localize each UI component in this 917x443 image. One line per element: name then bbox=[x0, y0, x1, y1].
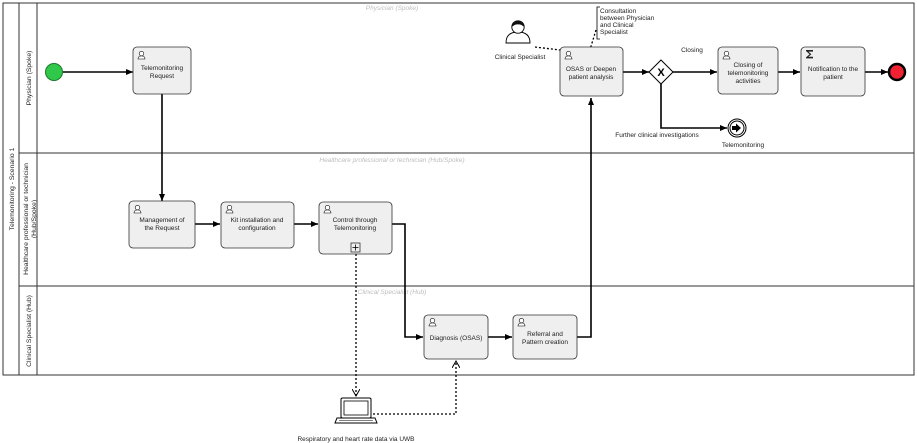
task-control-telemonitoring-line2: Telemonitoring bbox=[334, 225, 377, 232]
lane-watermark-physician: Physician (Spoke) bbox=[366, 5, 418, 12]
lane-title-physician: Physician (Spoke) bbox=[26, 51, 33, 106]
link-arrow-icon bbox=[732, 123, 741, 133]
data-associations bbox=[356, 29, 597, 415]
svg-text:Diagnosis (OSAS): Diagnosis (OSAS) bbox=[430, 335, 483, 342]
device-label: Respiratory and heart rate data via UWB bbox=[297, 436, 414, 443]
annotation-line3: and Clinical bbox=[600, 22, 634, 29]
association-annotation-to-osas bbox=[587, 29, 597, 57]
gateway-symbol: X bbox=[657, 67, 665, 79]
subprocess-plus-icon bbox=[350, 242, 361, 253]
task-management-request-line1: Management of bbox=[139, 217, 184, 224]
lane-title-healthcare-line1: Healthcare professional or technician bbox=[23, 163, 30, 275]
task-telemonitoring-request-line1: Telemonitoring bbox=[141, 65, 184, 72]
task-diagnosis-line1: Diagnosis (OSAS) bbox=[430, 335, 483, 342]
annotation-line4: Specialist bbox=[600, 29, 628, 36]
annotation-line1: Consultation bbox=[600, 8, 637, 15]
task-closing-activities-line2: telemonitoring bbox=[728, 70, 769, 77]
laptop-icon[interactable] bbox=[334, 397, 378, 424]
user-icon bbox=[722, 50, 731, 60]
exclusive-gateway[interactable]: X bbox=[648, 59, 674, 85]
task-osas-analysis-line1: OSAS or Deepen bbox=[566, 66, 617, 73]
user-icon bbox=[323, 204, 332, 214]
user-icon bbox=[564, 50, 573, 60]
lane-watermark-clinical: Clinical Specialist (Hub) bbox=[358, 289, 427, 296]
flow-label-closing: Closing bbox=[681, 47, 703, 54]
start-event[interactable] bbox=[45, 63, 63, 81]
lane-title-healthcare: Healthcare professional or technician (H… bbox=[23, 163, 38, 275]
task-control-telemonitoring-line1: Control through bbox=[333, 217, 378, 224]
association-specialist-to-osas bbox=[534, 46, 561, 51]
clinical-specialist-label: Clinical Specialist bbox=[495, 54, 546, 61]
task-telemonitoring-request-line2: Request bbox=[150, 73, 174, 80]
telemonitoring-link-label: Telemonitoring bbox=[722, 142, 765, 149]
task-referral-line1: Referral and bbox=[527, 331, 563, 338]
pool-title: Telemonitoring - Scenario 1 bbox=[9, 147, 16, 230]
task-closing-activities-line3: activities bbox=[736, 78, 762, 85]
telemonitoring-link-event[interactable] bbox=[727, 118, 747, 138]
clinical-specialist-actor-icon[interactable] bbox=[505, 20, 531, 44]
task-notification-line2: patient bbox=[823, 74, 843, 81]
task-management-request-line2: the Request bbox=[144, 225, 179, 232]
user-icon bbox=[517, 317, 526, 327]
task-closing-activities-line1: Closing of bbox=[734, 62, 763, 69]
flow-control-to-diagnosis bbox=[392, 223, 423, 340]
task-referral-line2: Pattern creation bbox=[522, 339, 568, 346]
task-notification-line1: Notification to the bbox=[808, 66, 859, 73]
task-diagnosis[interactable]: Diagnosis (OSAS) bbox=[423, 314, 489, 360]
sequence-flows bbox=[63, 69, 888, 340]
user-icon bbox=[137, 50, 146, 60]
lane-title-healthcare-line2: (Hub/Spoke) bbox=[31, 200, 38, 238]
flow-gateway-to-telemonitoring bbox=[660, 84, 727, 131]
lane-title-clinical: Clinical Specialist (Hub) bbox=[26, 295, 33, 367]
task-kit-installation-line1: Kit installation and bbox=[231, 217, 284, 224]
annotation-line2: between Physician bbox=[600, 15, 655, 22]
flow-label-further: Further clinical investigations bbox=[615, 132, 699, 139]
lane-watermark-healthcare: Healthcare professional or technician (H… bbox=[319, 157, 464, 164]
user-icon bbox=[133, 204, 142, 214]
send-message-icon bbox=[806, 50, 813, 59]
task-osas-analysis-line2: patient analysis bbox=[569, 74, 615, 81]
user-icon bbox=[428, 317, 437, 327]
task-kit-installation-line2: configuration bbox=[238, 225, 276, 232]
end-event[interactable] bbox=[887, 62, 907, 82]
user-icon bbox=[225, 204, 234, 214]
flow-referral-to-osas bbox=[577, 98, 594, 338]
